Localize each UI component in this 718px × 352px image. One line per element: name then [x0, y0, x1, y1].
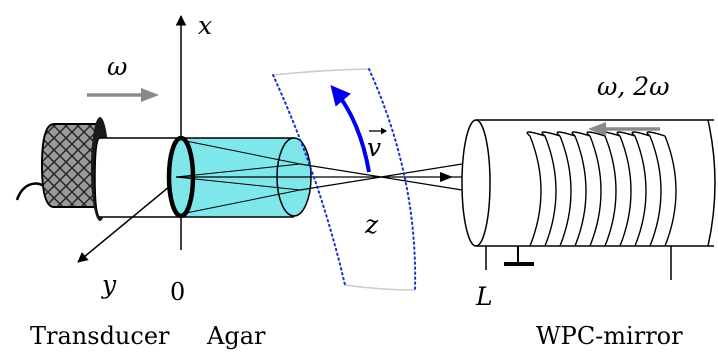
transducer-body: [94, 137, 183, 218]
transducer: [15, 117, 183, 221]
z-axis-label: z: [364, 210, 379, 239]
band-right-dotted: [368, 68, 417, 291]
agar-label: Agar: [206, 322, 266, 350]
length-mark-label: L: [475, 282, 493, 311]
wpc-coil-windings: [526, 131, 677, 247]
gray-arrows: [87, 88, 660, 136]
wpc-front-face: [461, 119, 491, 247]
transducer-label: Transducer: [30, 322, 170, 350]
velocity-label: v: [367, 133, 381, 162]
omega-arrowhead: [141, 88, 159, 102]
dotted-band: [272, 68, 417, 291]
velocity-arrow: [330, 84, 371, 173]
omega-2omega-arrowhead: [588, 122, 606, 136]
band-bottom-edge: [344, 284, 416, 291]
transducer-cable: [15, 182, 45, 201]
band-left-dotted: [272, 74, 346, 286]
origin-label: 0: [170, 278, 185, 306]
beam-arrowhead: [440, 172, 453, 182]
band-top-edge: [272, 68, 370, 76]
wpc-back-edge: [707, 119, 716, 247]
wpc-cylinder-body: [476, 120, 714, 246]
y-axis-label: y: [101, 270, 117, 299]
omega-2omega-label: ω, 2ω: [597, 72, 670, 101]
beam-lines: [299, 163, 463, 191]
x-axis-label: x: [198, 11, 212, 40]
velocity-vector-mark: [369, 127, 387, 135]
y-axis-line: [77, 176, 182, 263]
wpc-mirror-label: WPC-mirror: [536, 322, 683, 350]
wpc-mirror: [461, 119, 716, 280]
ground-symbol: [504, 246, 534, 266]
agar-cylinder: [166, 135, 462, 219]
omega-label: ω: [107, 52, 127, 81]
